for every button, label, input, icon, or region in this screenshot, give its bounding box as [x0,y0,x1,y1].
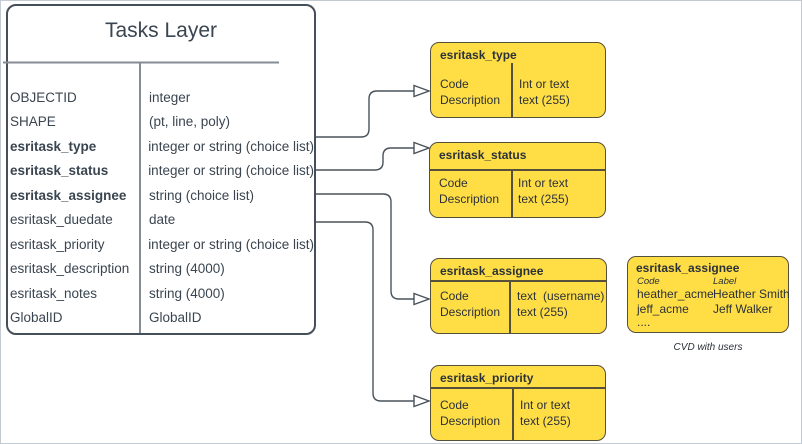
description-type: text (255) [520,413,571,428]
field-type: string (4000) [149,285,225,301]
field-name: GlobalID [10,310,63,326]
code-type: Int or text [519,77,570,91]
cvd-code-value: heather_acme [637,287,714,301]
code-label: Code [440,77,469,91]
description-type: text (255) [517,304,568,319]
code-label: Code [439,176,468,190]
field-type: integer or string (choice list) [148,236,314,252]
description-type: text (255) [518,191,569,206]
table-row: esritask_type integer or string (choice … [8,134,314,159]
cvd-code-value: jeff_acme [637,302,689,316]
field-name: esritask_duedate [10,212,113,228]
field-name: esritask_priority [10,236,105,252]
domain-box-title: esritask_type [440,48,517,62]
description-type: text (255) [519,92,570,107]
field-type: GlobalID [149,310,202,326]
code-label: Code [440,398,469,412]
description-label: Description [440,92,501,107]
domain-box-title: esritask_assignee [440,264,544,278]
table-row: OBJECTID integer [8,85,314,110]
domain-box-right-cell: text (username)text (255) [517,289,604,320]
cvd-box-esritask-assignee: esritask_assignee Code Label heather_acm… [627,256,790,333]
cvd-label-value: Heather Smith [713,287,790,301]
domain-box-column-divider [511,169,513,217]
table-row: esritask_status integer or string (choic… [8,159,314,184]
domain-box-column-divider [512,387,514,440]
field-name: esritask_status [10,163,109,179]
domain-box-title-divider [431,280,606,282]
domain-box-title: esritask_priority [440,371,534,385]
table-row: esritask_priority integer or string (cho… [8,232,314,257]
tasks-layer-rows: OBJECTID integer SHAPE (pt, line, poly) … [8,85,314,330]
cvd-label-value: Jeff Walker [713,302,773,316]
cvd-code-header: Code [637,276,660,287]
table-row: esritask_duedate date [8,208,314,233]
domain-box-title-divider [430,169,605,171]
table-row: esritask_notes string (4000) [8,281,314,306]
field-type: integer [149,89,191,105]
field-type: integer or string (choice list) [148,138,314,154]
cvd-box-title: esritask_assignee [636,261,740,275]
domain-box-column-divider [509,280,511,333]
field-type: string (choice list) [149,187,255,203]
field-name: esritask_assignee [10,187,127,203]
code-type: Int or text [518,176,569,190]
field-type: integer or string (choice list) [148,163,314,179]
table-row: esritask_description string (4000) [8,257,314,282]
arrowhead-priority [413,394,432,408]
connector-type [316,90,415,138]
code-type: text (username) [517,289,605,303]
table-row: GlobalID GlobalID [8,306,314,331]
field-type: string (4000) [149,261,225,277]
arrowhead-status [413,141,432,155]
field-name: SHAPE [10,114,56,130]
description-label: Description [439,191,500,206]
domain-box-title: esritask_status [439,148,527,162]
domain-box-column-divider [511,63,513,117]
table-row: esritask_assignee string (choice list) [8,183,314,208]
arrowhead-type [413,84,432,98]
cvd-label-header: Label [713,276,737,287]
description-label: Description [440,304,501,319]
field-name: OBJECTID [10,89,77,105]
cvd-caption: CVD with users [673,342,743,353]
connector-status [316,147,415,171]
code-type: Int or text [520,398,571,412]
field-type: (pt, line, poly) [149,114,231,130]
field-name: esritask_notes [10,285,98,301]
field-name: esritask_description [10,261,130,277]
domain-box-title-divider [431,387,605,389]
cvd-ellipsis: .... [637,315,651,329]
connector-priority [316,221,415,402]
table-row: SHAPE (pt, line, poly) [8,110,314,135]
field-name: esritask_type [10,138,97,154]
connector-assignee [316,193,415,300]
tasks-layer-title: Tasks Layer [104,19,218,42]
tasks-layer-table: Tasks Layer OBJECTID integer SHAPE (pt, … [6,4,316,335]
arrowhead-assignee [413,292,432,306]
description-label: Description [440,413,501,428]
field-type: date [149,212,176,228]
code-label: Code [440,289,469,303]
